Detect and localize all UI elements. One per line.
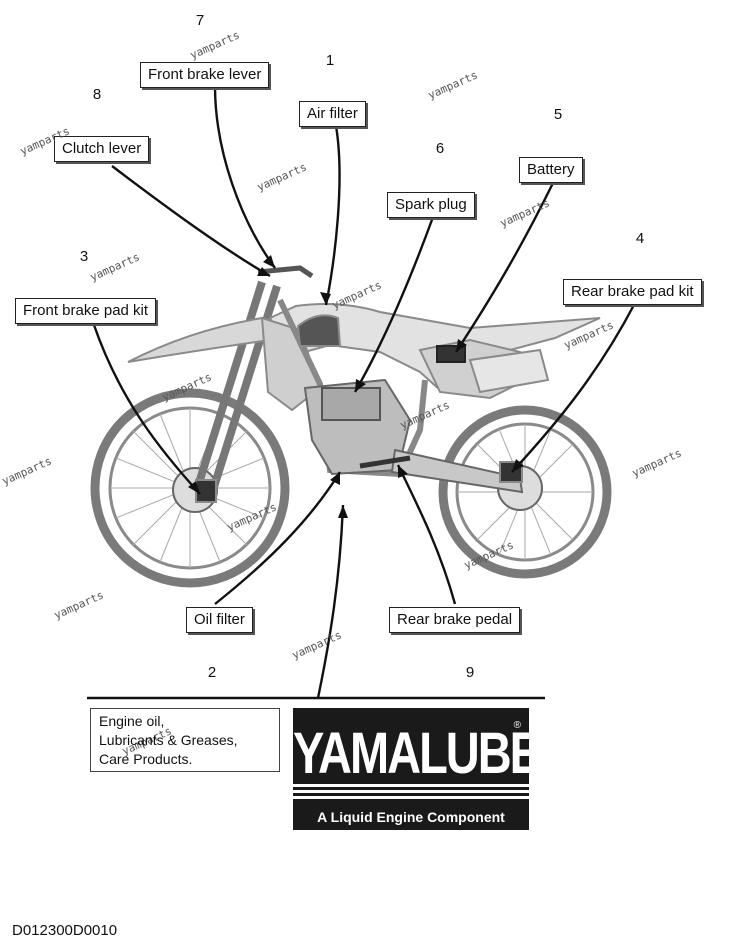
product-line: Care Products.	[99, 751, 193, 767]
leader-air-filter	[324, 125, 341, 306]
callout-rear-brake-pad-kit: Rear brake pad kit	[563, 279, 702, 305]
front-fender	[127, 316, 272, 363]
callout-spark-plug: Spark plug	[387, 192, 475, 218]
leader-oil-filter	[214, 471, 342, 605]
rear-wheel-tire	[438, 405, 612, 579]
callout-front-brake-lever: Front brake lever	[140, 62, 270, 88]
leader-arrowheads	[188, 255, 524, 518]
handlebar	[257, 265, 314, 279]
logo-tagline: A Liquid Engine Component	[317, 809, 505, 825]
arrowhead-front-brake-pad	[188, 481, 200, 494]
callout-number-5: 5	[553, 106, 563, 123]
arrowhead-rear-brake-pad	[512, 459, 524, 472]
rear-brake-pedal-shape	[359, 455, 411, 469]
exhaust	[468, 348, 550, 394]
front-wheel-tire	[90, 388, 290, 588]
callout-rear-brake-pedal: Rear brake pedal	[389, 607, 521, 633]
leader-front-brake-pad	[92, 324, 201, 495]
leader-yamalube	[87, 504, 545, 700]
leader-battery	[454, 182, 555, 353]
leader-spark-plug	[353, 216, 435, 393]
arrowhead-clutch-lever	[257, 267, 270, 276]
product-line: Engine oil,	[99, 713, 165, 729]
leader-lines	[87, 85, 637, 700]
cylinder-head	[321, 387, 381, 421]
air-filter-box	[296, 314, 342, 347]
callout-number-3: 3	[79, 248, 89, 265]
callout-number-1: 1	[325, 52, 335, 69]
arrowhead-battery	[456, 339, 467, 352]
figure-code: D012300D0010	[12, 922, 118, 939]
arrowhead-spark-plug	[355, 379, 366, 392]
leader-front-brake-lever	[213, 85, 276, 269]
callout-number-8: 8	[92, 86, 102, 103]
callout-oil-filter: Oil filter	[186, 607, 253, 633]
callout-number-7: 7	[195, 12, 205, 29]
arrowhead-front-brake-lever	[263, 255, 275, 268]
arrowhead-yamalube	[338, 505, 348, 518]
logo-stripes	[293, 784, 529, 802]
callout-number-2: 2	[207, 664, 217, 681]
arrowhead-rear-brake-pedal	[398, 465, 408, 478]
callout-battery: Battery	[519, 157, 583, 183]
arrowhead-air-filter	[320, 292, 331, 305]
callout-number-6: 6	[435, 140, 445, 157]
product-line: Lubricants & Greases,	[99, 732, 238, 748]
leader-clutch-lever	[111, 165, 271, 278]
logo-brand-text: YAMALUBE	[293, 719, 541, 786]
registered-mark: ®	[513, 720, 521, 731]
motorcycle-illustration	[90, 265, 612, 588]
leader-rear-brake-pad	[511, 302, 637, 473]
swingarm	[390, 448, 524, 494]
arrowhead-oil-filter	[330, 472, 340, 485]
callout-air-filter: Air filter	[299, 101, 366, 127]
callout-number-4: 4	[635, 230, 645, 247]
callout-clutch-lever: Clutch lever	[54, 136, 150, 162]
leader-rear-brake-pedal	[396, 464, 457, 605]
yamalube-logo: YAMALUBE ® A Liquid Engine Component	[293, 708, 541, 830]
product-categories-box: Engine oil, Lubricants & Greases, Care P…	[90, 708, 280, 772]
callout-number-9: 9	[465, 664, 475, 681]
callout-front-brake-pad-kit: Front brake pad kit	[15, 298, 157, 324]
